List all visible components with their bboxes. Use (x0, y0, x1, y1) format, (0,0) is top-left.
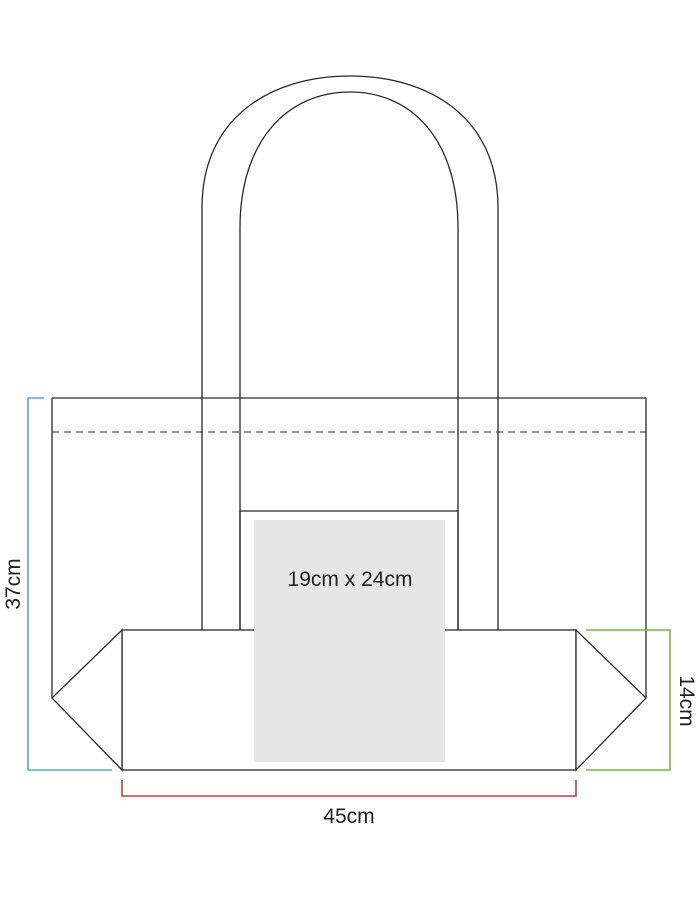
bag-body (51, 397, 647, 698)
print-area-label: 19cm x 24cm (288, 568, 413, 591)
depth-dimension-line (586, 629, 671, 771)
handle-inner-edge (239, 91, 459, 630)
gusset-right-fold (575, 628, 647, 772)
handle-outer-edge (201, 75, 499, 630)
inner-pocket-outline (239, 510, 459, 630)
bag-handle (201, 75, 499, 630)
height-dimension-line (27, 397, 112, 771)
height-label: 37cm (2, 558, 25, 609)
depth-label: 14cm (675, 675, 698, 726)
width-label: 45cm (323, 805, 374, 828)
width-dimension-line (121, 780, 577, 797)
print-area (254, 520, 445, 762)
gusset-left-fold (51, 628, 123, 772)
